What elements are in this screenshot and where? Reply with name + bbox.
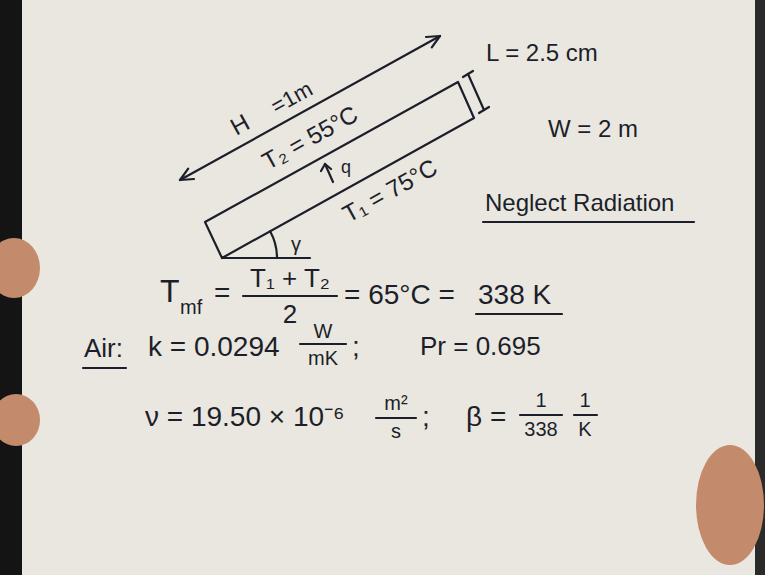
unit-numerator: 1 xyxy=(579,389,590,411)
result: 338 K xyxy=(478,280,551,311)
dimension-label: L = 2.5 cm xyxy=(486,40,598,66)
dimension-line xyxy=(468,74,484,110)
numerator: T₁ + T₂ xyxy=(250,264,330,293)
unit-denominator: mK xyxy=(308,347,338,369)
symbol: T xyxy=(160,274,180,309)
numerator: 1 xyxy=(535,389,546,411)
arrowhead xyxy=(180,169,194,180)
dimension-tick xyxy=(463,71,473,77)
property-value: β = xyxy=(466,402,506,433)
finger xyxy=(0,238,40,298)
arrowhead xyxy=(426,36,440,47)
unit-denominator: K xyxy=(578,418,591,440)
unit-numerator: W xyxy=(314,320,333,342)
heat-flux-symbol: q xyxy=(341,158,351,178)
denominator: 338 xyxy=(524,418,557,440)
dimension-label: W = 2 m xyxy=(548,116,638,142)
enclosure xyxy=(205,82,474,258)
fraction-bar xyxy=(243,295,337,297)
unit-denominator: s xyxy=(391,420,401,442)
fraction-bar xyxy=(520,414,562,416)
separator: ; xyxy=(422,402,430,433)
unit-numerator: m² xyxy=(384,392,407,414)
underline xyxy=(83,367,126,369)
finger xyxy=(0,394,40,446)
fraction-bar xyxy=(574,414,597,416)
arrowhead xyxy=(321,164,331,171)
finger xyxy=(696,445,764,565)
underline xyxy=(483,221,694,223)
separator: ; xyxy=(352,332,360,363)
dimension-tick xyxy=(479,107,489,113)
angle-arc xyxy=(270,231,277,258)
heading: Air: xyxy=(84,334,123,363)
equals-sign: = xyxy=(214,278,230,309)
denominator: 2 xyxy=(283,300,297,329)
property-value: ν = 19.50 × 10⁻⁶ xyxy=(145,402,345,433)
fraction-bar xyxy=(300,343,346,345)
base-line xyxy=(222,257,310,259)
property-value: k = 0.0294 xyxy=(148,332,280,363)
note: Neglect Radiation xyxy=(485,190,674,216)
angle-symbol: γ xyxy=(291,233,301,255)
property-value: Pr = 0.695 xyxy=(420,332,541,361)
subscript: mf xyxy=(180,296,202,318)
underline xyxy=(476,313,562,315)
equation-text: = 65°C = xyxy=(344,280,455,311)
fraction-bar xyxy=(376,417,416,419)
